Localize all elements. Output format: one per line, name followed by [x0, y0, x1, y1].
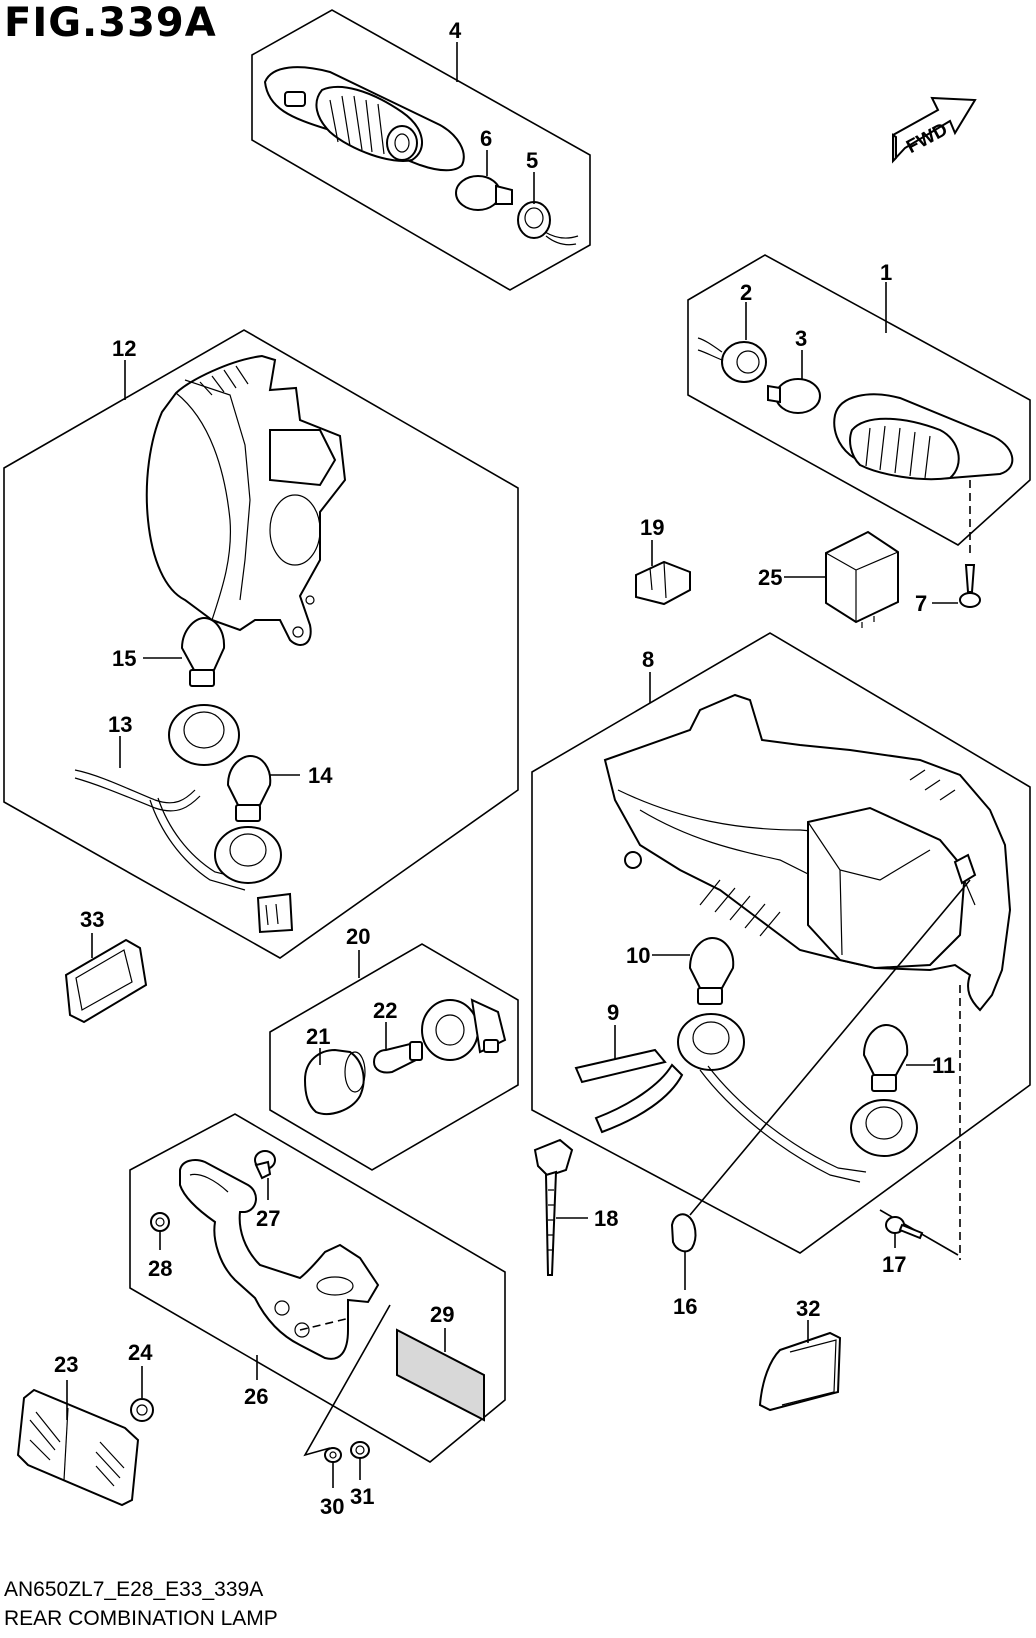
- reflector-32-part: [758, 1331, 842, 1412]
- bulb-11-part: [862, 1023, 909, 1092]
- figure-code: AN650ZL7_E28_E33_339A: [4, 1578, 264, 1601]
- leader-line-16: [689, 879, 971, 1216]
- part-number-4: 4: [449, 18, 462, 43]
- bulb-10-part: [688, 936, 735, 1005]
- group-panel-20: [269, 943, 519, 1171]
- screw-17-part: [885, 1216, 924, 1240]
- socket-14-part: [214, 826, 294, 934]
- group-panel-8: [531, 632, 1031, 1254]
- part-number-14: 14: [308, 763, 333, 788]
- part-number-18: 18: [594, 1206, 618, 1231]
- part-number-21: 21: [306, 1024, 330, 1049]
- reflector-23-part: [16, 1388, 140, 1507]
- bulb-14-part: [226, 754, 272, 822]
- lamp-housing-12-part: [145, 354, 347, 646]
- fwd-arrow-icon: FWD: [892, 96, 977, 164]
- part-number-2: 2: [740, 280, 752, 305]
- part-number-13: 13: [108, 712, 132, 737]
- part-number-labels: 4 5 6 1 2 3 7 25 19 12 15 13 14 33 20 21…: [54, 18, 955, 1519]
- figure-caption: REAR COMBINATION LAMP: [4, 1607, 278, 1630]
- part-number-11: 11: [932, 1053, 955, 1078]
- lens-21-part: [303, 1048, 366, 1115]
- part-number-10: 10: [626, 943, 650, 968]
- part-number-3: 3: [795, 326, 807, 351]
- turn-signal-lens-part: [263, 66, 465, 172]
- part-number-8: 8: [642, 647, 654, 672]
- part-number-29: 29: [430, 1302, 454, 1327]
- socket-22-part: [421, 998, 507, 1061]
- part-number-23: 23: [54, 1352, 78, 1377]
- part-number-31: 31: [350, 1484, 374, 1509]
- part-number-20: 20: [346, 924, 370, 949]
- part-number-28: 28: [148, 1256, 172, 1281]
- reflector-33-part: [64, 938, 148, 1024]
- part-number-12: 12: [112, 336, 136, 361]
- wire-harness-13-part: [74, 704, 249, 891]
- bracket-26-part: [179, 1159, 380, 1360]
- figure-title: FIG.339A: [4, 0, 217, 46]
- part-number-25: 25: [758, 565, 782, 590]
- part-number-26: 26: [244, 1384, 268, 1409]
- part-number-32: 32: [796, 1296, 820, 1321]
- group-panel-26: [129, 1113, 506, 1463]
- part-number-27: 27: [256, 1206, 280, 1231]
- socket-11-part: [850, 1099, 918, 1157]
- part-number-7: 7: [915, 591, 927, 616]
- wire-harness-9-part: [574, 1013, 867, 1183]
- group-panel-1: [687, 254, 1031, 546]
- leader-line-26: [303, 1304, 391, 1457]
- bulb-3-part: [767, 378, 821, 414]
- group-panel-12: [3, 329, 519, 959]
- tail-lamp-8-part: [603, 693, 1012, 1012]
- part-number-17: 17: [882, 1252, 906, 1277]
- bulb-15-part: [180, 616, 226, 687]
- washer-30-part: [324, 1447, 342, 1463]
- turn-signal-lens-1-part: [833, 393, 1014, 481]
- part-number-1: 1: [880, 260, 892, 285]
- nut-24-part: [130, 1398, 154, 1422]
- part-number-33: 33: [80, 907, 104, 932]
- nut-31-part: [350, 1441, 370, 1459]
- part-number-22: 22: [373, 998, 397, 1023]
- part-number-15: 15: [112, 646, 136, 671]
- bolt-27-part: [254, 1150, 276, 1180]
- clip-19-part: [635, 560, 691, 606]
- group-panel-4: [251, 9, 591, 291]
- bulb-22-part: [372, 1041, 423, 1074]
- screw-7-part: [959, 564, 981, 608]
- socket-5-part: [517, 201, 579, 246]
- part-number-6: 6: [480, 126, 492, 151]
- nut-28-part: [150, 1212, 170, 1232]
- part-number-16: 16: [673, 1294, 697, 1319]
- cushion-16-part: [670, 1213, 697, 1253]
- leader-dash-26: [299, 1317, 351, 1331]
- part-number-5: 5: [526, 148, 538, 173]
- cable-tie-18-part: [533, 1138, 574, 1276]
- part-number-30: 30: [320, 1494, 344, 1519]
- part-number-9: 9: [607, 1000, 619, 1025]
- part-number-19: 19: [640, 515, 664, 540]
- relay-25-part: [825, 530, 899, 628]
- part-number-24: 24: [128, 1340, 153, 1365]
- socket-2-part: [697, 337, 767, 383]
- plate-29-part: [396, 1328, 485, 1422]
- bulb-6-part: [455, 175, 513, 211]
- leader-lines: [66, 42, 958, 1488]
